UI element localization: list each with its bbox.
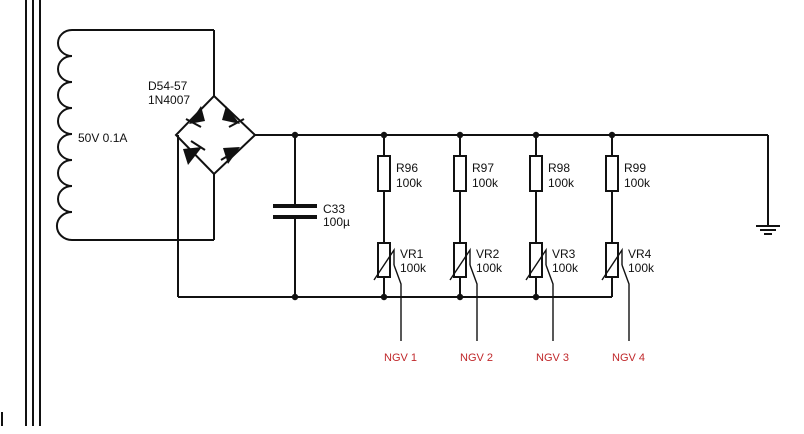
branch-1: [373, 135, 402, 341]
pot-ref-vr3: VR3: [552, 247, 576, 261]
pot-value-vr3: 100k: [552, 261, 579, 275]
ground-icon: [756, 225, 780, 235]
capacitor-ref: C33: [323, 202, 345, 216]
bridge-ref: D54-57: [148, 79, 188, 93]
output-label-ngv4: NGV 4: [612, 352, 645, 364]
bridge-rectifier: [174, 94, 257, 176]
pot-value-vr4: 100k: [628, 261, 655, 275]
output-label-ngv3: NGV 3: [536, 352, 569, 364]
output-label-ngv1: NGV 1: [384, 352, 417, 364]
pot-ref-vr1: VR1: [400, 247, 424, 261]
pot-value-vr1: 100k: [400, 261, 427, 275]
transformer-coil: [56, 29, 214, 241]
transformer-core: [1, 0, 41, 426]
resistor-ref-r97: R97: [472, 161, 494, 175]
resistor-value-r98: 100k: [548, 176, 575, 190]
resistor-ref-r98: R98: [548, 161, 570, 175]
resistor-value-r97: 100k: [472, 176, 499, 190]
transformer-rating: 50V 0.1A: [78, 131, 127, 145]
bridge-part: 1N4007: [148, 93, 190, 107]
pot-ref-vr4: VR4: [628, 247, 652, 261]
output-label-ngv2: NGV 2: [460, 352, 493, 364]
pot-ref-vr2: VR2: [476, 247, 500, 261]
capacitor-c33: [273, 135, 317, 297]
branch-3: [525, 135, 554, 341]
resistor-ref-r99: R99: [624, 161, 646, 175]
pot-value-vr2: 100k: [476, 261, 503, 275]
branch-2: [449, 135, 478, 341]
resistor-value-r99: 100k: [624, 176, 651, 190]
resistor-ref-r96: R96: [396, 161, 418, 175]
capacitor-value: 100µ: [323, 215, 350, 229]
junction-dots: [291, 131, 616, 301]
branch-4: [601, 135, 630, 341]
resistor-value-r96: 100k: [396, 176, 423, 190]
